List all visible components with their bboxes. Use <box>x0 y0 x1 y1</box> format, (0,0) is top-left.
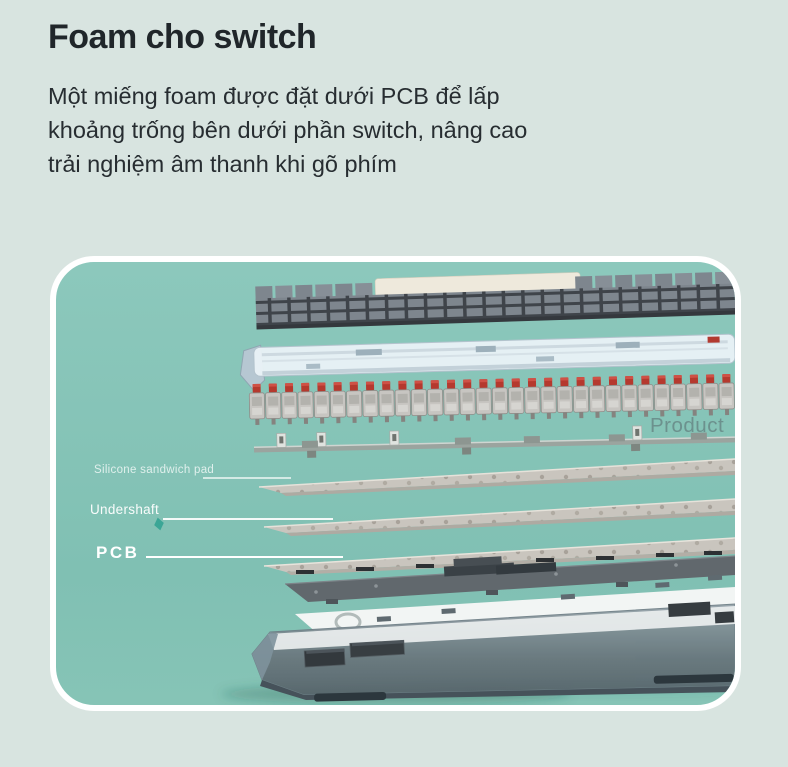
layer-pcb <box>263 537 735 575</box>
label-pcb: PCB <box>96 543 140 562</box>
product-watermark: Product <box>650 414 725 437</box>
label-silicone-sandwich-pad: Silicone sandwich pad <box>94 464 215 476</box>
section-description: Một miếng foam được đặt dưới PCB để lấp … <box>48 79 648 181</box>
description-line: Một miếng foam được đặt dưới PCB để lấp <box>48 83 500 109</box>
label-undershaft: Undershaft <box>90 502 160 517</box>
description-line: khoảng trống bên dưới phần switch, nâng … <box>48 117 528 143</box>
layer-top-case <box>239 333 735 392</box>
layer-silicone-pad <box>258 458 735 496</box>
product-image-panel: Product <box>50 256 741 711</box>
layer-bottom-case <box>251 601 735 702</box>
label-line-silicone <box>203 477 291 479</box>
layer-switch-foam <box>284 555 735 604</box>
panel-content: Product <box>56 262 735 705</box>
layer-undershaft <box>263 498 735 536</box>
keyboard-exploded-diagram <box>221 271 735 704</box>
label-line-undershaft <box>163 518 333 520</box>
section-title: Foam cho switch <box>48 18 317 56</box>
section-header: Foam cho switch Một miếng foam được đặt … <box>48 18 648 181</box>
label-line-pcb <box>146 556 343 558</box>
description-line: trải nghiệm âm thanh khi gõ phím <box>48 151 397 177</box>
layer-keycaps <box>255 271 735 330</box>
layer-switches <box>248 373 735 425</box>
layer-plate-stabilizers <box>253 425 735 458</box>
